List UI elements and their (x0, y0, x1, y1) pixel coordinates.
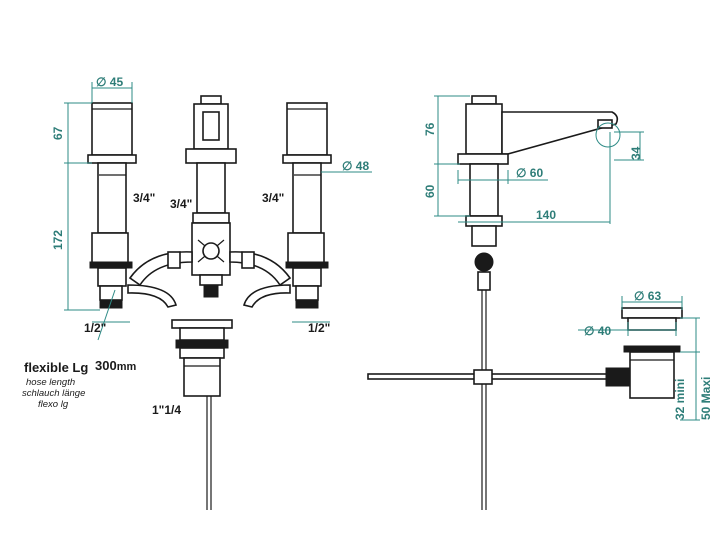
dim-dia40: ∅ 40 (584, 324, 611, 338)
thread-drain: 1"1/4 (152, 403, 181, 417)
side-view (367, 95, 700, 510)
thread-right-34: 3/4" (262, 191, 284, 205)
thread-center-34: 3/4" (170, 197, 192, 211)
hose-note-de: schlauch länge (22, 388, 85, 399)
left-handle (87, 102, 137, 309)
front-view (64, 82, 372, 510)
dim-h60: 60 (423, 184, 437, 198)
dim-h76: 76 (423, 122, 437, 136)
thread-right-12: 1/2" (308, 321, 330, 335)
dim-dia60: ∅ 60 (516, 166, 543, 180)
thread-left-34: 3/4" (133, 191, 155, 205)
hose-length: 300mm (95, 358, 136, 373)
hose-note: flexible Lg 300mm hose length schlauch l… (22, 358, 136, 410)
dim-h34: 34 (629, 146, 643, 160)
hose-unit: mm (117, 361, 137, 373)
front-dimensions (64, 82, 372, 341)
hose-note-es: flexo lg (38, 399, 69, 410)
front-drain (171, 319, 233, 510)
hoses (127, 251, 292, 308)
dim-maxi: 50 Maxi (699, 377, 713, 420)
thread-labels: 3/4" 3/4" 3/4" 1/2" 1/2" 1"1/4 (84, 191, 330, 417)
dim-h67: 67 (51, 126, 65, 140)
right-handle (282, 102, 332, 309)
hose-note-en: hose length (26, 377, 75, 388)
dim-l140: 140 (536, 208, 556, 222)
hose-label: flexible Lg (24, 360, 88, 375)
dim-h172: 172 (51, 230, 65, 250)
side-dimensions (434, 95, 700, 421)
thread-left-12: 1/2" (84, 321, 106, 335)
dim-dia48: ∅ 48 (342, 159, 369, 173)
dim-dia45: ∅ 45 (96, 75, 123, 89)
dim-dia63: ∅ 63 (634, 289, 661, 303)
dim-mini: 32 mini (673, 379, 687, 420)
center-spout (185, 95, 237, 298)
dimension-labels: ∅ 45 67 172 ∅ 48 76 60 ∅ 60 140 34 ∅ 63 … (51, 75, 713, 420)
